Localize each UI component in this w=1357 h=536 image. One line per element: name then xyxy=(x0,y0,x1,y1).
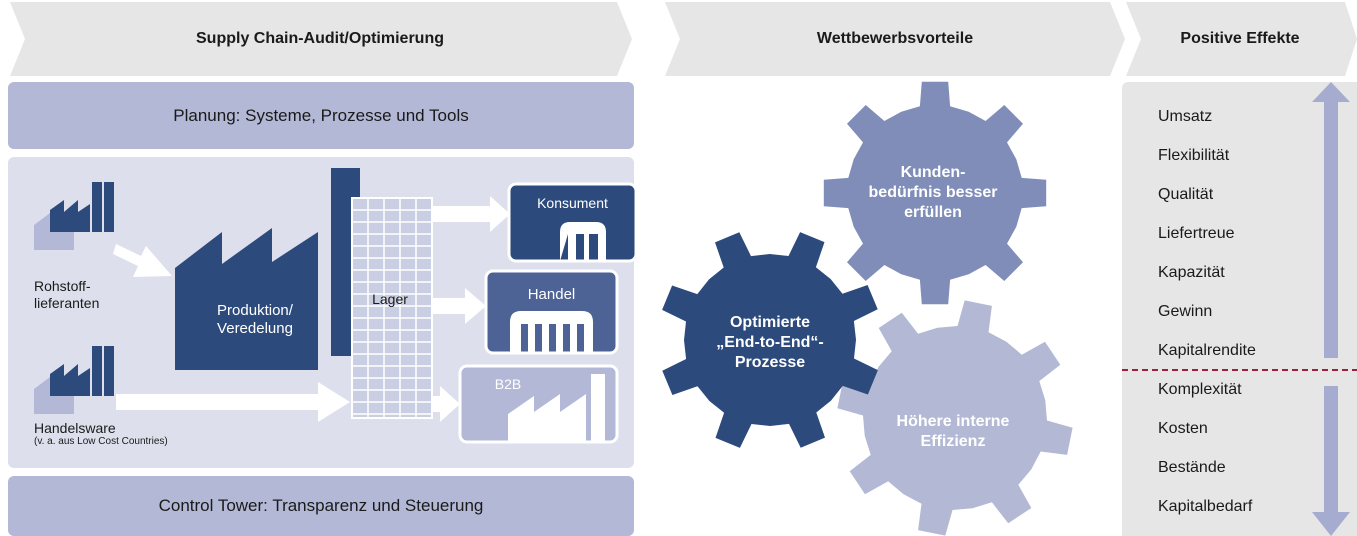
b2b-box xyxy=(458,364,619,444)
effect-up-item: Kapitalrendite xyxy=(1158,342,1256,359)
produktion-label: Produktion/ Veredelung xyxy=(217,302,293,337)
konsument-shop-icon xyxy=(560,222,606,261)
gear-optimierte-label: Optimierte „End-to-End“- Prozesse xyxy=(716,314,824,371)
arrow-lager-to-handel xyxy=(432,288,486,324)
gear-optimierte-icon xyxy=(662,232,878,448)
handelsware-label: Handelsware xyxy=(34,420,116,436)
planning-box: Planung: Systeme, Prozesse und Tools xyxy=(8,82,634,149)
effect-up-item: Flexibilität xyxy=(1158,147,1230,164)
effect-up-item: Qualität xyxy=(1158,186,1214,203)
gear-effizienz-label: Höhere interne Effizienz xyxy=(896,413,1010,450)
b2b-factory-icon xyxy=(508,394,586,442)
handel-box xyxy=(484,269,619,355)
arrow-down-icon xyxy=(1312,386,1350,536)
lager-grid-icon xyxy=(351,197,433,419)
handel-label: Handel xyxy=(527,286,576,303)
factory-rohstoff-icon xyxy=(34,182,114,250)
konsument-label: Konsument xyxy=(537,195,608,211)
effects-arrows xyxy=(1122,82,1357,536)
gear-kunden-label: Kunden- bedürfnis besser erfüllen xyxy=(868,164,998,221)
handelsware-sublabel: (v. a. aus Low Cost Countries) xyxy=(34,436,168,447)
effect-up-item: Gewinn xyxy=(1158,303,1213,320)
header-chevron-audit xyxy=(10,2,632,76)
gears-diagram xyxy=(662,81,1073,536)
header-chevrons xyxy=(10,2,1357,76)
header-audit: Supply Chain-Audit/Optimierung xyxy=(196,30,444,47)
b2b-label: B2B xyxy=(494,376,522,392)
gear-effizienz-icon xyxy=(837,300,1073,536)
factory-handelsware-icon xyxy=(34,346,114,414)
effect-up-item: Umsatz xyxy=(1158,108,1213,125)
gear-kunden-icon xyxy=(823,81,1047,305)
handel-shop-icon xyxy=(510,311,593,352)
effect-down-item: Kosten xyxy=(1158,420,1208,437)
effect-up-item: Kapazität xyxy=(1158,264,1225,281)
konsument-box xyxy=(507,182,638,263)
arrow-lager-to-konsument xyxy=(432,196,510,232)
control-tower-box: Control Tower: Transparenz und Steuerung xyxy=(8,476,634,536)
produktion-factory-icon xyxy=(175,168,360,370)
header-chevron-advantages xyxy=(665,2,1125,76)
effect-down-item: Komplexität xyxy=(1158,381,1242,398)
control-tower-label: Control Tower: Transparenz und Steuerung xyxy=(158,496,484,515)
header-effects: Positive Effekte xyxy=(1180,30,1300,47)
arrow-lager-to-b2b xyxy=(432,386,460,422)
planning-label: Planung: Systeme, Prozesse und Tools xyxy=(173,105,469,125)
arrow-up-icon xyxy=(1312,82,1350,358)
rohstoff-label: Rohstoff- lieferanten xyxy=(34,278,100,311)
effect-down-item: Bestände xyxy=(1158,459,1226,476)
effect-down-item: Kapitalbedarf xyxy=(1158,498,1253,515)
effects-panel xyxy=(1122,82,1357,536)
arrow-rohstoff-to-produktion xyxy=(113,244,172,277)
arrow-handelsware-to-lager xyxy=(116,382,350,422)
header-chevron-effects xyxy=(1126,2,1357,76)
process-diagram xyxy=(34,168,638,444)
lager-label: Lager xyxy=(372,291,408,307)
header-advantages: Wettbewerbsvorteile xyxy=(816,30,974,47)
effect-up-item: Liefertreue xyxy=(1158,225,1235,242)
